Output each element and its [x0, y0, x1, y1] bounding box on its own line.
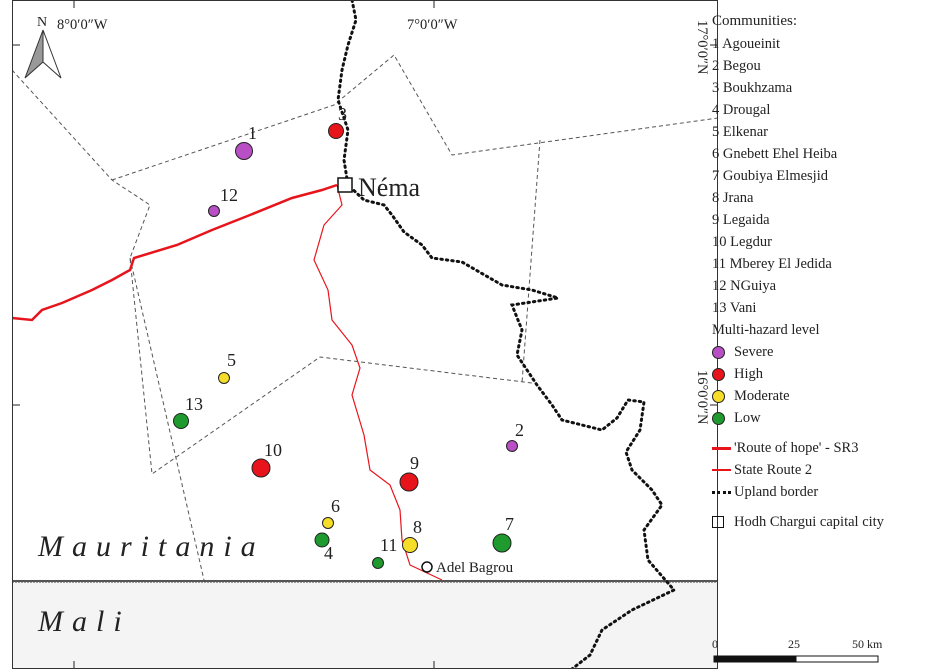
legend-hazard-label: Moderate	[734, 387, 790, 404]
route-of-hope	[12, 183, 338, 322]
scale-segment-white	[795, 655, 879, 663]
legend-community-item: 10 Legdur	[712, 234, 772, 250]
mali-area	[12, 582, 718, 669]
community-number-1: 1	[248, 123, 257, 143]
legend-community-item: 11 Mberey El Jedida	[712, 256, 832, 272]
low-dot-icon	[712, 411, 725, 425]
legend-hazard-moderate: Moderate	[712, 385, 934, 407]
country-label-mali: Mali	[37, 605, 131, 638]
graticule-ticks	[12, 0, 718, 669]
legend-community-item: 8 Jrana	[712, 190, 754, 206]
legend-communities-title: Communities:	[712, 13, 798, 29]
legend-hazard-severe: Severe	[712, 341, 934, 363]
scale-bar: 0 25 50 km	[712, 637, 882, 663]
lon-label-7w: 7°0′0″W	[407, 17, 458, 33]
legend-hazard-title: Multi-hazard level	[712, 322, 820, 338]
legend-community-item: 13 Vani	[712, 300, 757, 316]
high-dot-icon	[712, 367, 725, 381]
legend-community-item: 9 Legaida	[712, 212, 770, 228]
community-number-13: 13	[185, 394, 203, 414]
community-marker-10	[251, 458, 271, 478]
community-number-9: 9	[410, 453, 419, 473]
community-marker-11	[372, 557, 384, 569]
community-marker-6	[322, 517, 334, 529]
legend-line-upland-border: Upland border	[712, 481, 934, 503]
scale-tick-50: 50 km	[852, 637, 882, 651]
legend-line-label: Upland border	[734, 483, 819, 500]
legend-capital-city: Hodh Chargui capital city	[712, 511, 934, 533]
legend-community-item: 5 Elkenar	[712, 124, 768, 140]
scale-tick-0: 0	[712, 637, 718, 651]
north-arrow-icon: N	[24, 15, 62, 79]
community-marker-1	[235, 142, 253, 160]
community-marker-5	[218, 372, 230, 384]
lat-label-16n: 16°0′0″N	[694, 370, 710, 425]
community-markers: 1 2 3 4 5 6 7 8 9 10 11 12 13	[173, 104, 524, 569]
legend-hazard-label: High	[734, 365, 763, 382]
thick-red-line-icon	[712, 446, 731, 450]
community-marker-8	[402, 537, 418, 553]
moderate-dot-icon	[712, 389, 725, 403]
upland-border	[336, 0, 677, 669]
community-number-8: 8	[413, 517, 422, 537]
legend-hazard-label: Severe	[734, 343, 774, 360]
severe-dot-icon	[712, 345, 725, 359]
lon-label-8w: 8°0′0″W	[57, 17, 108, 33]
community-marker-13	[173, 413, 189, 429]
lat-label-17n: 17°0′0″N	[694, 20, 710, 75]
legend-line-label: State Route 2	[734, 461, 813, 478]
scale-segment-black	[713, 655, 797, 663]
legend: Communities: 1 Agoueinit 2 Begou 3 Boukh…	[712, 10, 934, 533]
legend-community-item: 4 Drougal	[712, 102, 771, 118]
dotted-line-icon	[712, 490, 731, 494]
legend-hazard-label: Low	[734, 409, 761, 426]
capital-city-label: Néma	[358, 173, 421, 202]
community-marker-9	[399, 472, 419, 492]
community-number-7: 7	[505, 514, 514, 534]
thin-red-line-icon	[712, 469, 731, 471]
community-number-2: 2	[515, 420, 524, 440]
legend-line-label: 'Route of hope' - SR3	[734, 439, 859, 456]
legend-hazard-high: High	[712, 363, 934, 385]
capital-square-icon	[712, 516, 724, 528]
community-number-5: 5	[227, 350, 236, 370]
scale-tick-25: 25	[788, 637, 800, 651]
community-marker-3	[328, 123, 344, 139]
community-number-11: 11	[380, 535, 397, 555]
legend-community-item: 2 Begou	[712, 58, 761, 74]
legend-community-item: 6 Gnebett Ehel Heiba	[712, 146, 838, 162]
commune-boundaries	[12, 54, 718, 581]
legend-community-item: 3 Boukhzama	[712, 80, 793, 96]
map-canvas: 8°0′0″W 7°0′0″W 17°0′0″N 16°0′0″N N Maur…	[12, 0, 718, 669]
legend-line-route-of-hope: 'Route of hope' - SR3	[712, 437, 934, 459]
capital-city-square	[337, 177, 353, 193]
community-marker-12	[208, 205, 220, 217]
map-background	[12, 0, 718, 669]
legend-line-state-route-2: State Route 2	[712, 459, 934, 481]
town-marker	[421, 561, 433, 573]
legend-community-item: 1 Agoueinit	[712, 36, 781, 52]
community-number-10: 10	[264, 440, 282, 460]
community-number-4: 4	[324, 543, 333, 563]
community-number-3: 3	[338, 104, 347, 124]
community-number-12: 12	[220, 185, 238, 205]
community-marker-2	[506, 440, 518, 452]
state-route-2	[313, 184, 443, 581]
community-marker-7	[492, 533, 512, 553]
town-label: Adel Bagrou	[436, 560, 514, 576]
community-number-6: 6	[331, 496, 340, 516]
legend-community-item: 7 Goubiya Elmesjid	[712, 168, 828, 184]
legend-capital-label: Hodh Chargui capital city	[734, 513, 884, 530]
country-label-mauritania: Mauritania	[37, 530, 265, 563]
north-arrow-label: N	[37, 15, 47, 30]
legend-hazard-low: Low	[712, 407, 934, 429]
legend-community-item: 12 NGuiya	[712, 278, 777, 294]
community-marker-4	[314, 532, 330, 548]
